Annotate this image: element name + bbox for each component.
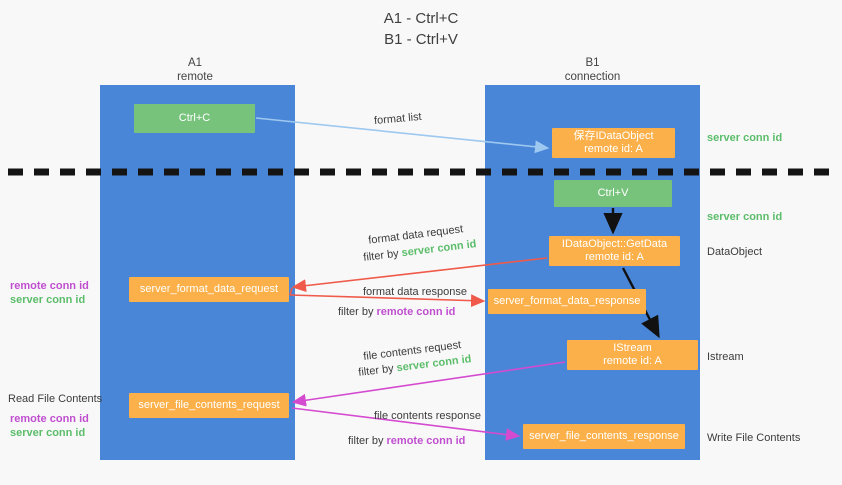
left-server-conn-id-1: server conn id	[10, 294, 86, 306]
label-format-data-response-filter: filter by remote conn id	[338, 305, 455, 319]
page-title-line-1: A1 - Ctrl+C	[383, 10, 459, 27]
box-server-format-data-response[interactable]: server_format_data_response	[488, 289, 646, 314]
lane-header-a1: A1 remote	[140, 56, 250, 84]
box-server-file-contents-response[interactable]: server_file_contents_response	[523, 424, 685, 449]
label-istream: Istream	[707, 351, 744, 363]
box-server-format-data-request[interactable]: server_format_data_request	[129, 277, 289, 302]
left-remote-conn-id-1: remote conn id	[10, 280, 89, 292]
filter-remote-conn-id-1: remote conn id	[376, 306, 456, 318]
box-ctrl-c-label: Ctrl+C	[178, 112, 211, 124]
label-file-contents-response-filter: filter by remote conn id	[348, 434, 465, 448]
filter-by-text-4: filter by	[348, 435, 384, 447]
filter-by-text-3: filter by	[357, 362, 395, 379]
lane-header-b1-subtitle: connection	[564, 71, 621, 83]
lane-header-a1-title: A1	[187, 57, 203, 69]
box-idataobject-line-2: remote id: A	[584, 143, 643, 155]
box-server-format-data-request-label: server_format_data_request	[139, 283, 279, 295]
label-server-conn-id-mid: server conn id	[707, 211, 783, 223]
box-idataobject[interactable]: 保存IDataObject remote id: A	[552, 128, 675, 158]
box-idataobject-getdata-line-2: remote id: A	[585, 251, 644, 263]
label-format-data-response: format data response	[363, 286, 467, 298]
label-left-conn-ids-upper: remote conn id server conn id	[10, 279, 89, 307]
box-server-file-contents-response-label: server_file_contents_response	[529, 430, 679, 442]
label-format-list: format list	[373, 110, 423, 128]
box-ctrl-v[interactable]: Ctrl+V	[554, 180, 672, 207]
box-server-format-data-response-label: server_format_data_response	[493, 295, 641, 307]
box-server-file-contents-request[interactable]: server_file_contents_request	[129, 393, 289, 418]
left-remote-conn-id-2: remote conn id	[10, 413, 89, 425]
filter-by-text-1: filter by	[362, 247, 400, 264]
lane-header-b1-title: B1	[585, 57, 600, 69]
box-idataobject-getdata[interactable]: IDataObject::GetData remote id: A	[549, 236, 680, 266]
box-ctrl-c[interactable]: Ctrl+C	[134, 104, 255, 133]
lane-header-b1: B1 connection	[535, 56, 650, 84]
box-istream[interactable]: IStream remote id: A	[567, 340, 698, 370]
label-read-file-contents: Read File Contents	[8, 393, 103, 405]
box-idataobject-line-1: 保存IDataObject	[573, 130, 654, 142]
label-dataobject: DataObject	[707, 246, 763, 258]
label-file-contents-response: file contents response	[374, 410, 482, 422]
label-server-conn-id-top: server conn id	[707, 132, 783, 144]
page-title-line-2: B1 - Ctrl+V	[384, 31, 458, 48]
box-server-file-contents-request-label: server_file_contents_request	[138, 399, 280, 411]
label-left-conn-ids-lower: remote conn id server conn id	[10, 412, 89, 440]
label-write-file-contents: Write File Contents	[707, 432, 801, 444]
filter-remote-conn-id-2: remote conn id	[386, 435, 466, 447]
box-idataobject-getdata-line-1: IDataObject::GetData	[561, 238, 668, 250]
box-ctrl-v-label: Ctrl+V	[597, 187, 629, 199]
filter-by-text-2: filter by	[338, 306, 374, 318]
lane-header-a1-subtitle: remote	[177, 71, 213, 83]
box-istream-line-1: IStream	[613, 342, 652, 354]
left-server-conn-id-2: server conn id	[10, 427, 86, 439]
box-istream-line-2: remote id: A	[603, 355, 662, 367]
page-title: A1 - Ctrl+C B1 - Ctrl+V	[0, 8, 842, 50]
